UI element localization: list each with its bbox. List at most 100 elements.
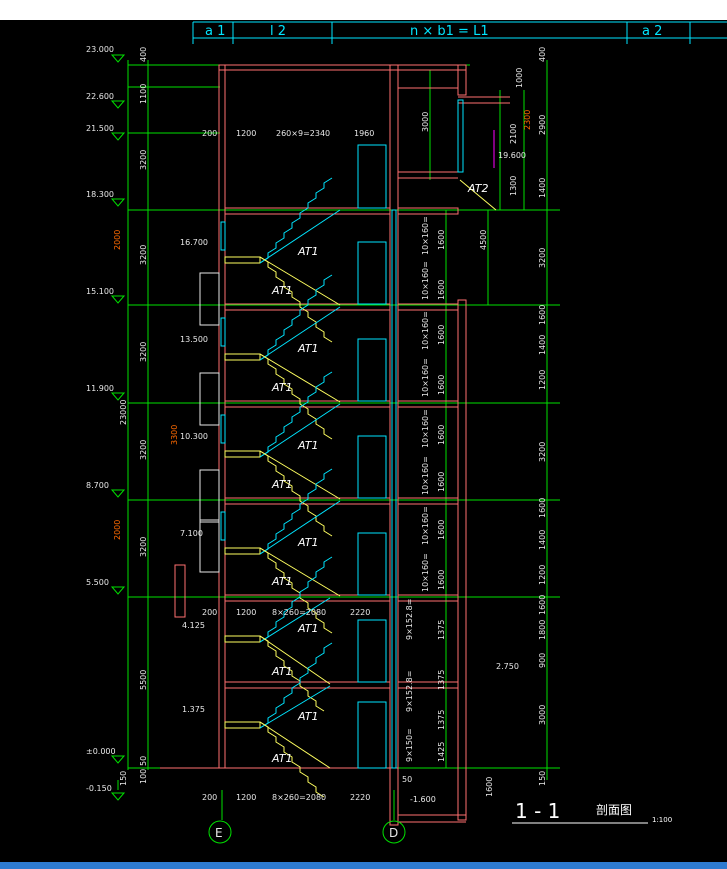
riser-total-10: 1375 [437,670,446,690]
riser-total-12: 1425 [437,742,446,762]
building-walls [160,64,510,826]
riser-5: 10×160= [421,409,430,448]
level-23000: 23.000 [86,45,114,54]
riser-6: 10×160= [421,456,430,495]
right-dim-7: 3200 [538,442,547,462]
stair-flights [259,130,497,798]
bottom-status-strip [0,862,727,869]
riser-9: 9×152.8= [405,599,414,640]
mid-dim-200: 200 [202,608,217,617]
flight-label-6: AT1 [271,478,292,491]
dim-3200d: 3200 [139,440,148,460]
right-dim-9: 1400 [538,530,547,550]
level-19600: 19.600 [498,151,526,160]
right-dim-10: 1200 [538,565,547,585]
top-dim-run: 260×9=2340 [276,129,330,138]
right-dim-1: 2900 [538,115,547,135]
flight-label-1: AT1 [297,245,318,258]
riser-3: 10×160= [421,311,430,350]
riser-11: 9×150= [405,728,414,762]
riser-total-6: 1600 [437,472,446,492]
right-dim-2: 1400 [538,178,547,198]
mid-dim-2100: 2100 [509,124,518,144]
top-dim-1200: 1200 [236,129,256,138]
top-dim-200: 200 [202,129,217,138]
left-level-labels: 23.000 22.600 21.500 18.300 15.100 11.90… [86,45,116,793]
riser-total-7: 1600 [437,520,446,540]
flight-label-9: AT1 [297,622,318,635]
landing-4125: 4.125 [182,621,205,630]
level-8700: 8.700 [86,481,109,490]
riser-dims: 10×160= 10×160= 10×160= 10×160= 10×160= … [405,216,446,762]
riser-total-4: 1600 [437,375,446,395]
header-l2: l 2 [270,24,286,39]
right-dim-13: 900 [538,653,547,668]
axis-bubble-e [208,820,232,844]
dim-3200c: 3200 [139,342,148,362]
mid-dim-3000: 3000 [421,112,430,132]
flight-label-at2: AT2 [467,182,488,195]
flight-label-3: AT1 [297,342,318,355]
stair-dim-rows: 200 1200 260×9=2340 1960 200 1200 8×260=… [202,129,374,802]
landing-level-labels: 16.700 13.500 10.300 7.100 4.125 1.375 [180,238,208,714]
riser-total-3: 1600 [437,325,446,345]
dim-3200a: 3200 [139,150,148,170]
right-dims: 400 2900 1400 3200 1600 1400 1200 3200 1… [538,47,547,786]
riser-total-5: 1600 [437,425,446,445]
section-subtitle: 剖面图 [596,803,632,817]
right-dimension-lines [429,60,548,780]
riser-1: 10×160= [421,216,430,255]
window-dim-3: 2000 [113,520,122,540]
left-dimension-lines [117,60,560,790]
mid-dim-50: 50 [402,775,412,784]
mid-dim-run: 8×260=2080 [272,608,326,617]
right-dim-6: 1200 [538,370,547,390]
axis-lines [208,790,406,844]
riser-7: 10×160= [421,506,430,545]
dim-23000: 23000 [119,400,128,425]
right-dim-15: 150 [538,771,547,786]
riser-total-9: 1375 [437,620,446,640]
level-0000: ±0.000 [86,747,116,756]
riser-total-1: 1600 [437,230,446,250]
flight-label-12: AT1 [271,752,292,765]
right-dim-0: 400 [538,47,547,62]
bot-dim-2220: 2220 [350,793,370,802]
dim-3200b: 3200 [139,245,148,265]
dim-1100: 1100 [139,84,148,104]
mid-dim-1200: 1200 [236,608,256,617]
left-dimension-texts: 400 1100 3200 3200 3200 3200 3200 5500 5… [113,47,179,786]
landing-16700: 16.700 [180,238,208,247]
level-21500: 21.500 [86,124,114,133]
dim-100: 100 [139,769,148,784]
axis-label-e: E [215,826,223,840]
riser-total-11: 1375 [437,710,446,730]
flight-label-5: AT1 [297,439,318,452]
flight-label-8: AT1 [271,575,292,588]
right-dim-14: 3000 [538,705,547,725]
mid-dim-1600: 1600 [485,777,494,797]
mid-dim-2220: 2220 [350,608,370,617]
dim-150: 150 [119,771,128,786]
right-dim-11: 1600 [538,595,547,615]
mid-dims: 3000 1000 2100 1300 4500 2300 1600 50 [402,68,532,797]
mid-dim-1000: 1000 [515,68,524,88]
dim-50: 50 [139,756,148,766]
axis-label-d: D [389,826,398,840]
riser-10: 9×152.8= [405,671,414,712]
right-dim-5: 1400 [538,335,547,355]
flight-label-10: AT1 [271,665,292,678]
mid-dim-1300: 1300 [509,176,518,196]
top-toolbar-strip [0,0,727,20]
landing-7100: 7.100 [180,529,203,538]
level-5500: 5.500 [86,578,109,587]
flight-labels: AT1 AT1 AT1 AT1 AT1 AT1 AT1 AT1 AT1 AT1 … [271,182,488,765]
window-dim-2: 3300 [170,425,179,445]
dim-400: 400 [139,47,148,62]
header-a1: a 1 [205,24,225,39]
riser-total-8: 1600 [437,570,446,590]
flight-label-4: AT1 [271,381,292,394]
right-dim-12: 1800 [538,620,547,640]
header-a2: a 2 [642,24,662,39]
